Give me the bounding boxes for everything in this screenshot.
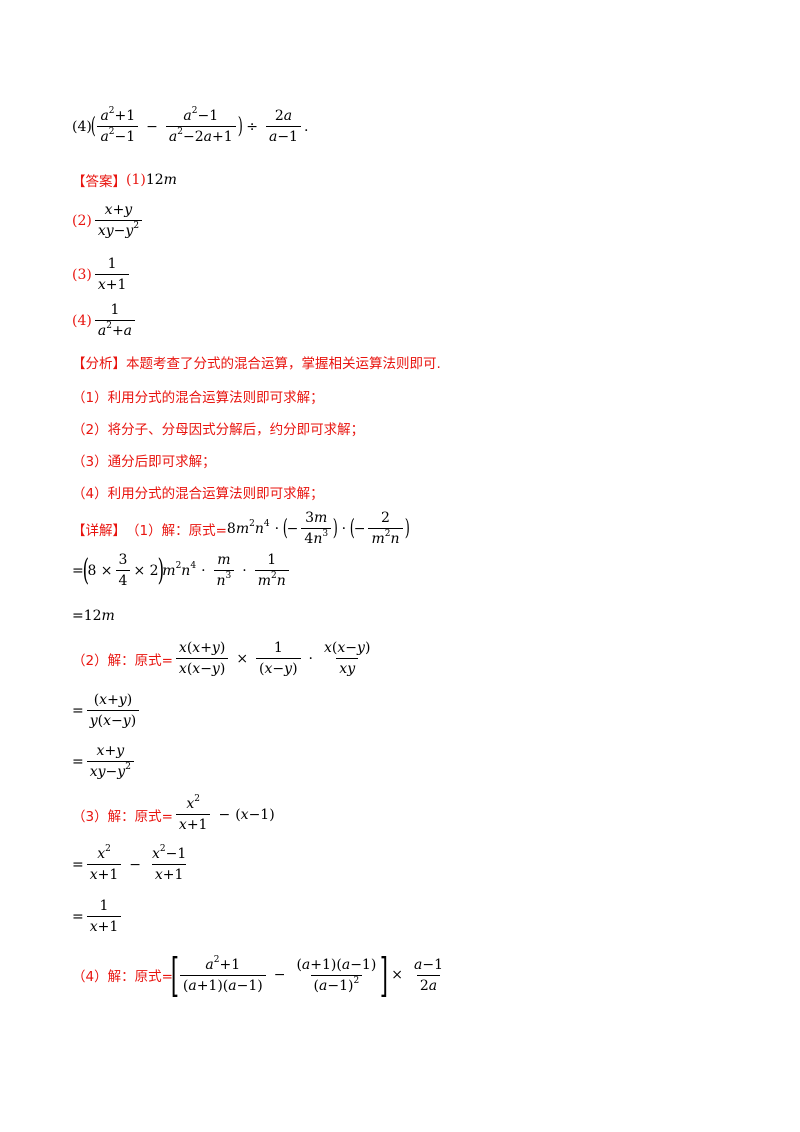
fraction: x(x+y) x(x−y) xyxy=(175,640,229,677)
fraction: (a+1)(a−1) (a−1)2 xyxy=(296,956,377,994)
fraction: 1 x+1 xyxy=(94,256,130,293)
detail-4: （4）解：原式= [ a2+1 (a+1)(a−1) − (a+1)(a−1) … xyxy=(72,952,449,998)
fraction: 3m 4n3 xyxy=(301,510,332,547)
problem-4: (4) ( a2+1 a2−1 − a2−1 a2−2a+1 ) ÷ 2a a−… xyxy=(72,106,309,146)
fraction: a2+1 a2−1 xyxy=(97,107,139,145)
fraction: x2 x+1 xyxy=(175,795,211,833)
problem-4-label: (4) xyxy=(72,118,92,135)
analysis-intro: 【分析】 本题考查了分式的混合运算，掌握相关运算法则即可. xyxy=(72,352,441,372)
analysis-item: （2）将分子、分母因式分解后，约分即可求解； xyxy=(72,422,365,438)
answer-tag: 【答案】 xyxy=(72,174,126,190)
analysis-item: （1）利用分式的混合运算法则即可求解； xyxy=(72,390,324,406)
fraction: x2−1 x+1 xyxy=(151,844,187,883)
detail-2: （2）解：原式= x(x+y) x(x−y) × 1 (x−y) · x(x−y… xyxy=(72,640,376,677)
fraction: 2 m2n xyxy=(368,510,403,547)
fraction: x+y xy−y2 xyxy=(86,743,134,780)
detail-tag: 【详解】 xyxy=(72,522,126,539)
detail-2-step: = (x+y) y(x−y) xyxy=(72,692,142,729)
fraction: 1 (x−y) xyxy=(256,640,301,677)
fraction: 1 m2n xyxy=(254,552,289,589)
fraction: 1 a2+a xyxy=(94,302,136,339)
analysis-item: （3）通分后即可求解； xyxy=(72,454,216,470)
answer-2: (2) x+y xy−y2 xyxy=(72,202,145,239)
detail-1-result: =12m xyxy=(72,608,115,624)
fraction: (x+y) y(x−y) xyxy=(86,692,140,729)
fraction: 2a a−1 xyxy=(265,108,301,145)
analysis-tag: 【分析】 xyxy=(72,356,126,372)
fraction: x+y xy−y2 xyxy=(94,202,143,239)
fraction: 1 x+1 xyxy=(86,898,122,935)
fraction: m n3 xyxy=(213,552,235,589)
fraction: a2+1 (a+1)(a−1) xyxy=(179,955,266,994)
fraction: a−1 2a xyxy=(414,956,443,994)
detail-2-result: = x+y xy−y2 xyxy=(72,743,137,780)
detail-3-result: = 1 x+1 xyxy=(72,898,124,935)
fraction: x(x−y) xy xyxy=(324,640,371,677)
fraction: x2 x+1 xyxy=(86,845,122,883)
answer-1: 【答案】 (1) 12m xyxy=(72,172,177,190)
answer-4: (4) 1 a2+a xyxy=(72,302,138,339)
detail-3: （3）解：原式= x2 x+1 − (x−1) xyxy=(72,794,275,834)
answer-3: (3) 1 x+1 xyxy=(72,256,132,293)
detail-3-step: = x2 x+1 − x2−1 x+1 xyxy=(72,844,192,883)
analysis-item: （4）利用分式的混合运算法则即可求解； xyxy=(72,486,324,502)
fraction: a2−1 a2−2a+1 xyxy=(165,107,236,145)
detail-1: 【详解】 （1）解：原式= 8m2n4 · (− 3m 4n3 ) · (− 2… xyxy=(72,510,410,547)
